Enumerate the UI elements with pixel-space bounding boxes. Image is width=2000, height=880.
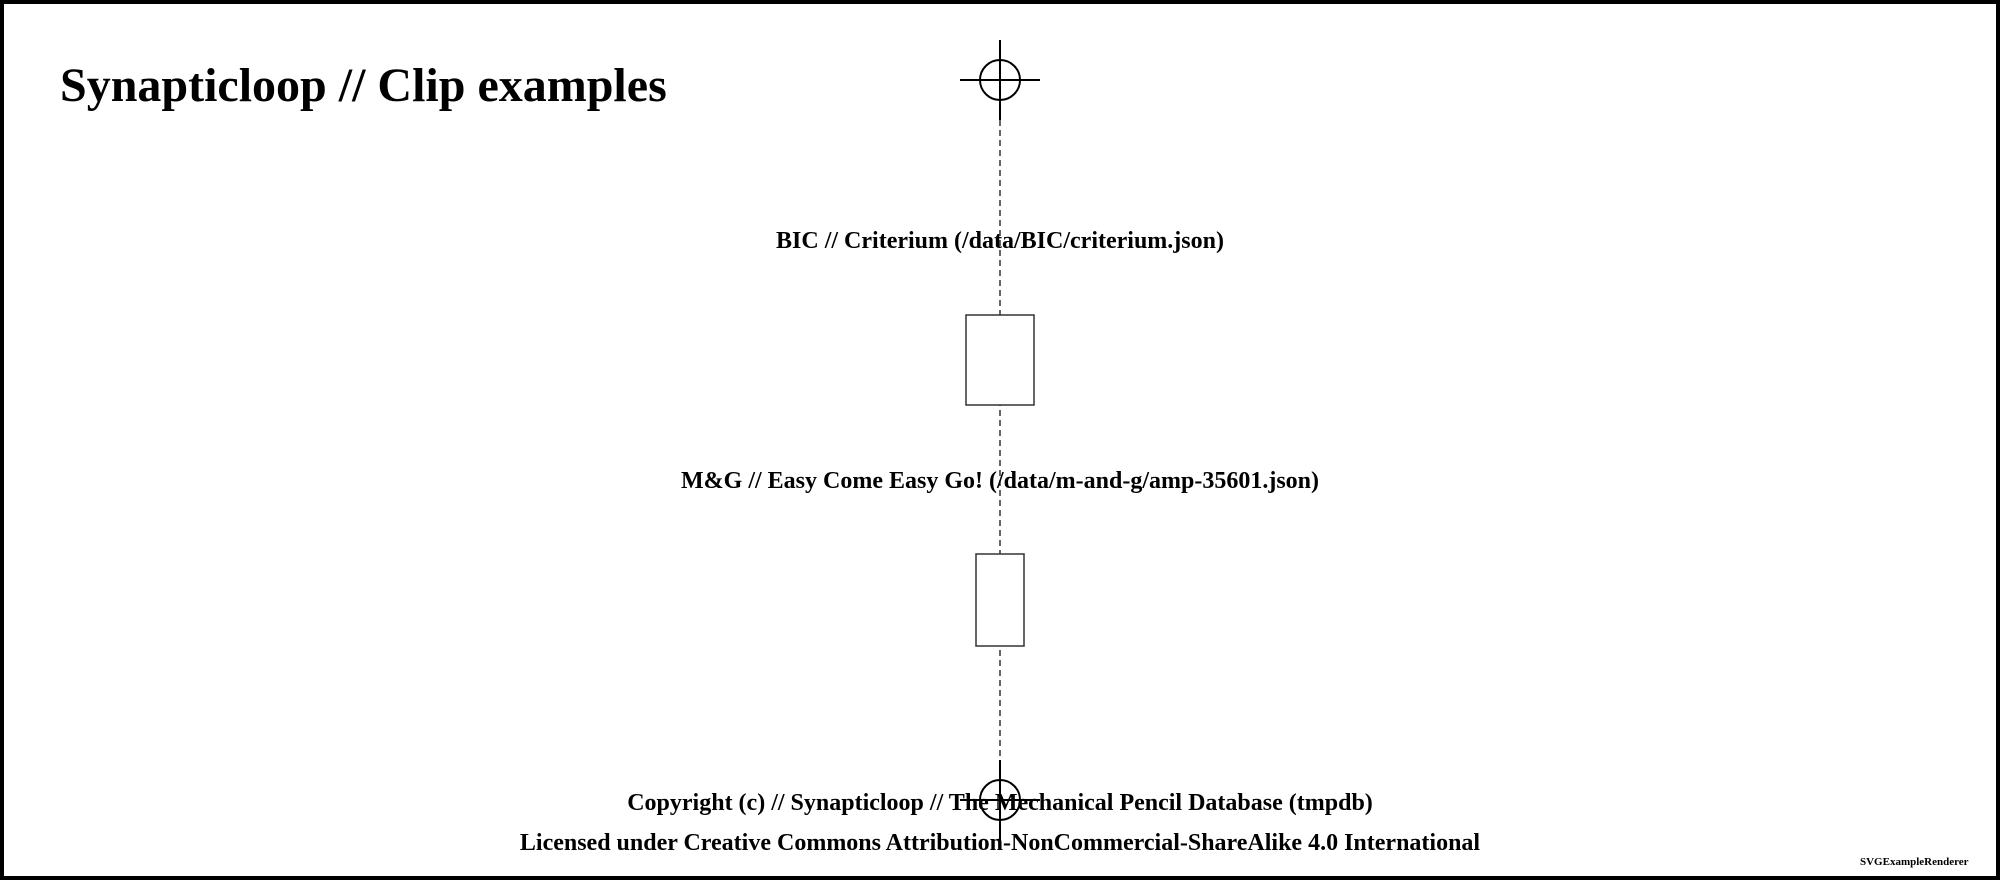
clip-shape	[965, 314, 1035, 406]
registration-crosshair-icon	[960, 40, 1040, 120]
registration-crosshair-icon	[960, 760, 1040, 840]
copyright-text: Copyright (c) // Synapticloop // The Mec…	[627, 790, 1373, 816]
clip-label: BIC // Criterium (/data/BIC/criterium.js…	[776, 228, 1224, 254]
clip-label: M&G // Easy Come Easy Go! (/data/m-and-g…	[681, 468, 1319, 494]
renderer-credit: SVGExampleRenderer	[1860, 856, 1969, 868]
page-title: Synapticloop // Clip examples	[60, 59, 667, 112]
license-text: Licensed under Creative Commons Attribut…	[520, 830, 1481, 856]
clip-shape	[975, 553, 1025, 647]
